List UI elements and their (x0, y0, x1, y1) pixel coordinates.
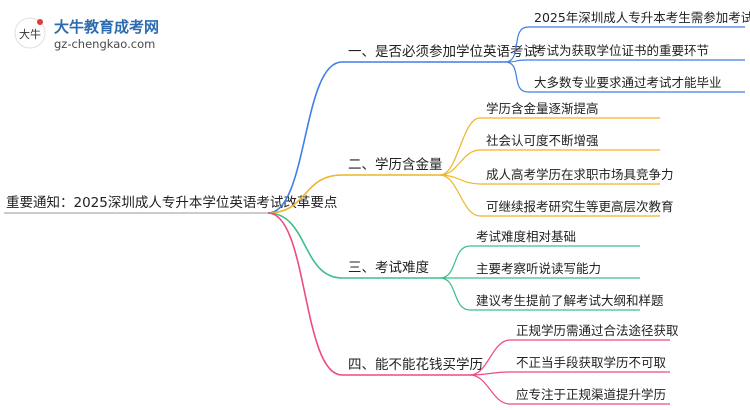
leaf-connector (469, 374, 511, 405)
leaf-connector (469, 339, 511, 376)
logo-url: gz-chengkao.com (54, 37, 155, 51)
branches: 一、是否必须参加学位英语考试 2025年深圳成人专升本考生需参加考试考试为获取学位… (267, 10, 750, 405)
leaf-connector (439, 245, 471, 279)
leaf-connector (469, 371, 511, 376)
leaf-label: 应专注于正规渠道提升学历 (516, 387, 666, 402)
logo-dot-icon (37, 19, 43, 25)
leaf-label: 考试难度相对基础 (476, 229, 576, 244)
logo-icon (14, 17, 46, 49)
leaf-label: 建议考生提前了解考试大纲和样题 (476, 293, 664, 308)
leaf-connector (439, 277, 471, 311)
leaf-connector (504, 26, 529, 63)
root-topic: 重要通知：2025深圳成人专升本学位英语考试改革要点 (6, 194, 337, 211)
branch-connector (267, 212, 343, 279)
logo-title: 大牛教育成考网 (54, 18, 159, 36)
leaf-label: 成人高考学历在求职市场具竞争力 (486, 167, 674, 182)
branch-connector (267, 61, 343, 214)
leaf-label: 不正当手段获取学历不可取 (516, 355, 667, 370)
branch-label: 二、学历含金量 (348, 157, 443, 173)
leaf-label: 学历含金量逐渐提高 (486, 101, 599, 116)
leaf-label: 可继续报考研究生等更高层次教育 (486, 199, 674, 214)
branch-connector (267, 174, 343, 214)
branch-label: 一、是否必须参加学位英语考试 (348, 43, 537, 60)
logo: 大牛 大牛教育成考网 gz-chengkao.com (14, 17, 159, 51)
leaf-label: 大多数专业要求通过考试才能毕业 (534, 75, 722, 90)
logo-mark: 大牛 (19, 27, 41, 41)
leaf-connector (439, 149, 481, 176)
leaf-connector (439, 174, 481, 217)
leaf-label: 主要考察听说读写能力 (476, 261, 601, 276)
leaf-label: 社会认可度不断增强 (486, 133, 599, 148)
branch-label: 三、考试难度 (348, 260, 429, 276)
leaf-connector (439, 117, 481, 176)
leaf-connector (504, 61, 529, 93)
branch-connector (267, 212, 343, 376)
leaf-label: 2025年深圳成人专升本考生需参加考试 (534, 10, 750, 25)
branch-label: 四、能不能花钱买学历 (348, 357, 483, 373)
leaf-label: 正规学历需通过合法途径获取 (516, 323, 679, 338)
leaf-label: 考试为获取学位证书的重要环节 (534, 43, 709, 58)
